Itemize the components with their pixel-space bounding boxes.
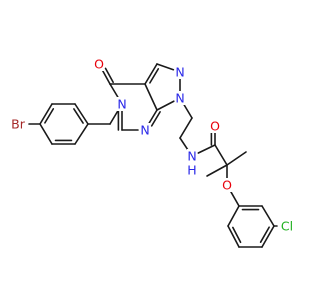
bond-r3-r5 — [227, 225, 240, 248]
bond-c3a-c3 — [144, 63, 158, 85]
atom-label-background — [222, 178, 232, 192]
bond-cq-me1 — [206, 164, 228, 177]
bond-lines — [28, 63, 278, 248]
atom-label-cl: Cl — [281, 219, 293, 234]
atom-label-n-pyrimidine: N — [140, 123, 149, 138]
atom-label-background — [94, 57, 104, 71]
atom-label-o-amide: O — [210, 119, 220, 134]
bond-c7a-n7-double — [150, 111, 161, 127]
bond-e1-e2 — [179, 117, 193, 139]
bond-n1-e1 — [182, 103, 193, 119]
atom-label-background — [117, 97, 127, 111]
bond-cco-cq — [214, 144, 228, 166]
atom-label-background — [175, 91, 185, 105]
bond-b5-b6 — [74, 123, 89, 145]
bond-c7a-n7 — [147, 109, 158, 125]
atom-label-n5: N — [117, 97, 126, 112]
bond-c3a-c3-double — [149, 68, 160, 84]
bond-b1-b2 — [39, 103, 53, 125]
atom-label-o-carbonyl-ring: O — [94, 57, 104, 72]
bond-c7a-c3a — [144, 83, 158, 111]
bond-b1-b3 — [39, 123, 53, 145]
atom-label-background — [187, 163, 197, 177]
bond-r1-r3 — [227, 205, 240, 227]
atom-label-background — [187, 149, 197, 163]
atom-label-background — [175, 65, 185, 79]
bond-c4-o4 — [101, 69, 111, 85]
atom-label-n-pyrazole-upper: N — [175, 65, 184, 80]
bond-nh-cco — [197, 144, 216, 154]
bond-oeth-r1 — [229, 190, 240, 207]
atom-label-background — [210, 119, 220, 133]
bond-n5-c4 — [109, 83, 120, 99]
atom-label-h: H — [187, 163, 196, 178]
bond-b4-b6 — [74, 103, 89, 125]
atom-label-n1: N — [175, 91, 184, 106]
bond-n1-c7a — [156, 100, 175, 111]
bond-c3-n2 — [156, 63, 175, 71]
atom-label-nh: N — [187, 149, 196, 164]
bond-ch2-n5 — [109, 109, 120, 125]
atom-label-background — [140, 123, 150, 137]
atom-label-br: Br — [11, 117, 26, 132]
atom-label-o-ether: O — [222, 178, 232, 193]
bond-b4-b6-double — [73, 108, 84, 124]
bond-r4-r6 — [261, 225, 275, 248]
bond-r3-r5-double — [232, 226, 242, 244]
bond-b1-b2-double — [44, 108, 55, 124]
atom-label-background — [10, 117, 26, 131]
bond-r4-r6-double — [259, 226, 270, 243]
bond-r2-r4 — [261, 205, 275, 227]
bond-cq-me2 — [226, 151, 247, 166]
bond-c4-o4-double — [104, 67, 114, 84]
bond-e2-nh — [179, 137, 189, 151]
atom-label-background — [279, 219, 295, 233]
